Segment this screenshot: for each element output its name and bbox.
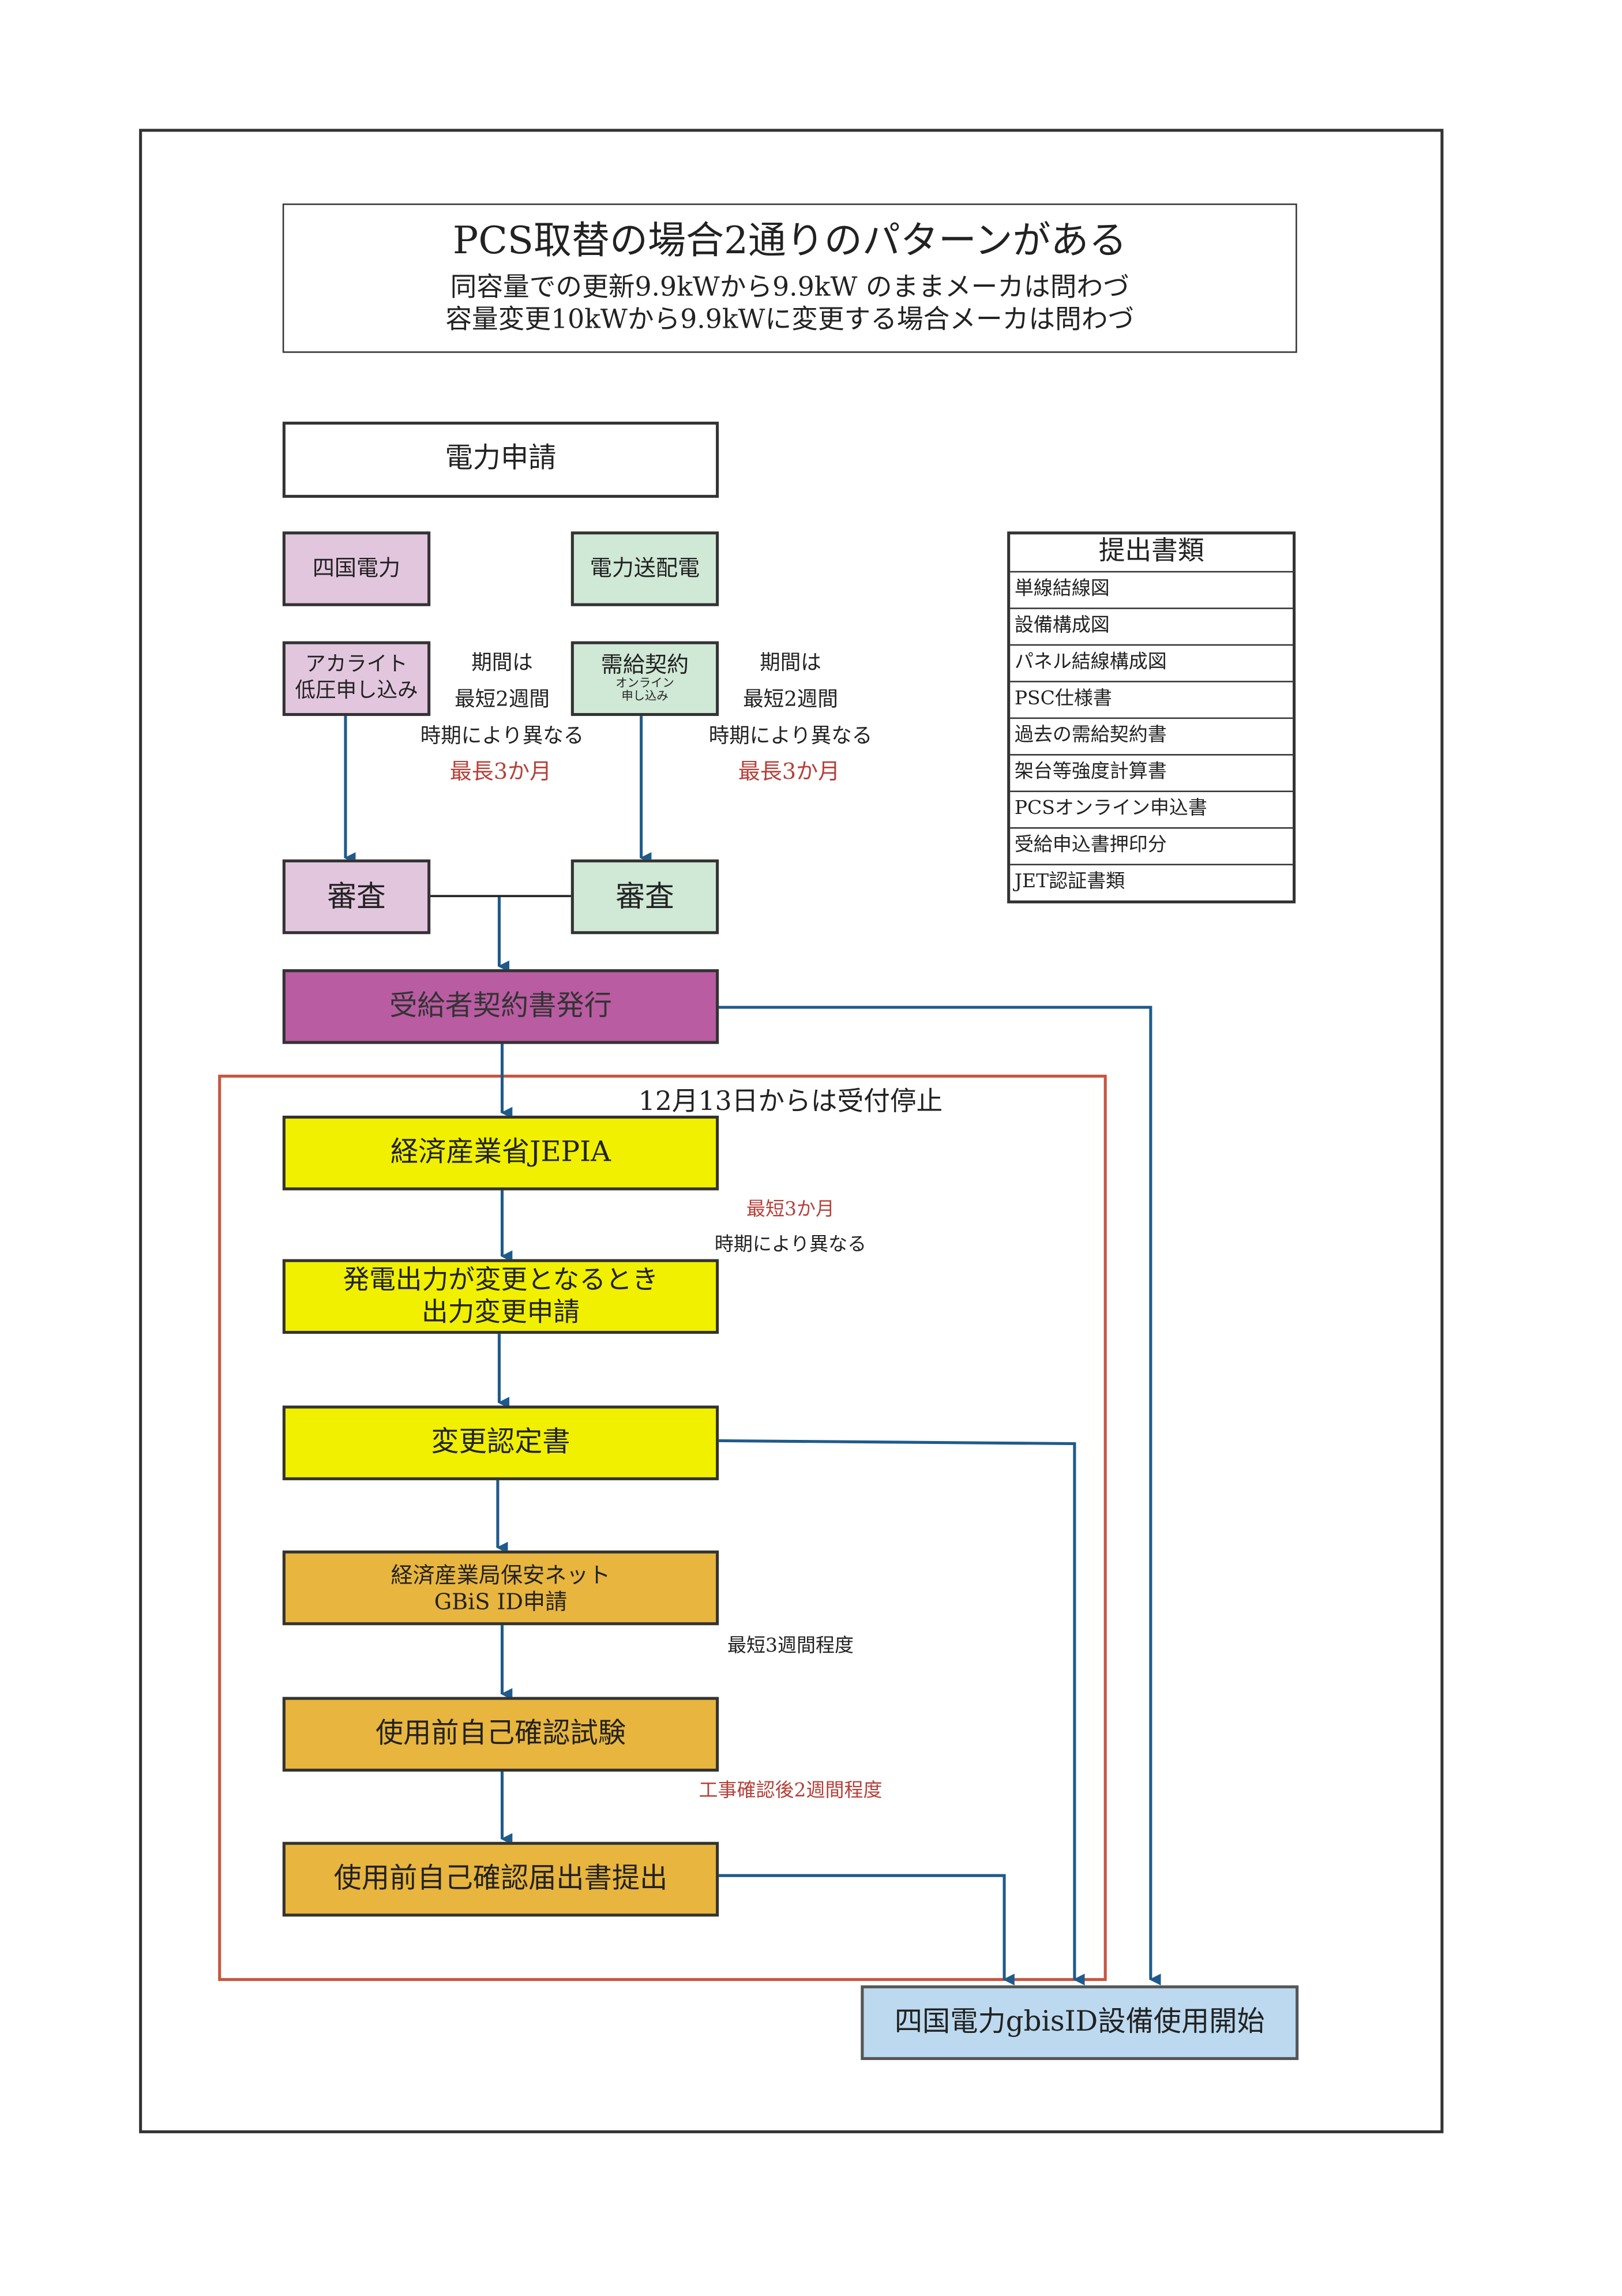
self-test-box: 使用前自己確認試験 bbox=[282, 1697, 719, 1772]
document-item: 過去の需給契約書 bbox=[1010, 717, 1293, 754]
jepia-box: 経済産業省JEPIA bbox=[282, 1115, 719, 1191]
akaraito-box: アカライト低圧申し込み bbox=[282, 641, 431, 716]
title-line-1: 同容量での更新9.9kWから9.9kW のままメーカは問わづ bbox=[450, 272, 1129, 303]
note-right-1: 期間は bbox=[760, 651, 821, 676]
transmission-box: 電力送配電 bbox=[570, 531, 719, 606]
document-item: PSC仕様書 bbox=[1010, 681, 1293, 717]
document-item: JET認証書類 bbox=[1010, 864, 1293, 900]
note-left-1: 期間は bbox=[471, 651, 533, 676]
outer-frame bbox=[139, 129, 1444, 2133]
review-left-box: 審査 bbox=[282, 859, 431, 935]
title: PCS取替の場合2通りのパターンがある bbox=[452, 220, 1127, 264]
note-left-4: 最長3か月 bbox=[449, 758, 552, 785]
supply-contract-box: 需給契約 オンライン 申し込み bbox=[570, 641, 719, 716]
title-box: PCS取替の場合2通りのパターンがある 同容量での更新9.9kWから9.9kW … bbox=[282, 203, 1297, 353]
test-time-note: 工事確認後2週間程度 bbox=[699, 1780, 883, 1803]
review-right-box: 審査 bbox=[570, 859, 719, 935]
document-item: 架台等強度計算書 bbox=[1010, 754, 1293, 790]
stop-notice-frame bbox=[218, 1074, 1107, 1981]
document-item: 設備構成図 bbox=[1010, 607, 1293, 644]
stop-notice: 12月13日からは受付停止 bbox=[638, 1086, 943, 1117]
final-box: 四国電力gbisID設備使用開始 bbox=[861, 1985, 1299, 2060]
contract-issue-box: 受給者契約書発行 bbox=[282, 969, 719, 1044]
jepia-vary-note: 時期により異なる bbox=[714, 1234, 867, 1256]
documents-header: 提出書類 bbox=[1098, 535, 1204, 567]
change-cert-box: 変更認定書 bbox=[282, 1405, 719, 1480]
document-item: パネル結線構成図 bbox=[1010, 644, 1293, 681]
note-left-2: 最短2週間 bbox=[455, 688, 550, 712]
gbis-time-note: 最短3週間程度 bbox=[727, 1635, 854, 1658]
power-application-box: 電力申請 bbox=[282, 421, 719, 498]
document-item: 単線結線図 bbox=[1010, 571, 1293, 607]
arrow-cert-final bbox=[717, 1439, 1085, 1986]
document-item: 受給申込書押印分 bbox=[1010, 827, 1293, 864]
documents-table: 提出書類 単線結線図 設備構成図 パネル結線構成図 PSC仕様書 過去の需給契約… bbox=[1007, 531, 1296, 903]
document-item: PCSオンライン申込書 bbox=[1010, 790, 1293, 827]
title-line-2: 容量変更10kWから9.9kWに変更する場合メーカは問わづ bbox=[445, 305, 1135, 336]
note-right-2: 最短2週間 bbox=[743, 688, 838, 712]
self-report-box: 使用前自己確認届出書提出 bbox=[282, 1841, 719, 1917]
arrow-issue-final bbox=[717, 1006, 1161, 1986]
note-right-4: 最長3か月 bbox=[738, 758, 840, 785]
arrow-report-final bbox=[717, 1874, 1015, 1986]
output-change-box: 発電出力が変更となるとき出力変更申請 bbox=[282, 1259, 719, 1334]
note-left-3: 時期により異なる bbox=[420, 725, 584, 748]
note-right-3: 時期により異なる bbox=[708, 725, 873, 748]
shikoku-box: 四国電力 bbox=[282, 531, 431, 606]
jepia-min-note: 最短3か月 bbox=[746, 1199, 835, 1221]
